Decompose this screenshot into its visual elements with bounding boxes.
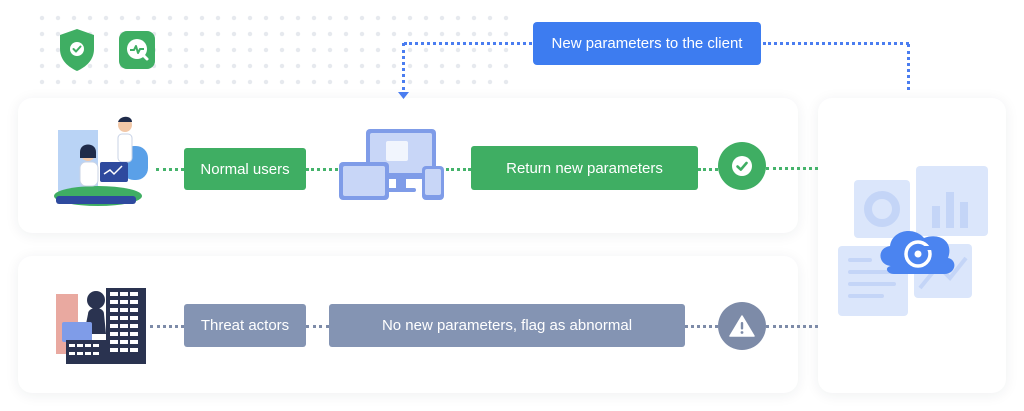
return-new-parameters-label: Return new parameters bbox=[471, 146, 698, 190]
arrow-down-icon bbox=[397, 88, 410, 99]
hacker-illustration bbox=[54, 286, 148, 366]
warning-icon bbox=[718, 302, 766, 350]
chat-chart-icon bbox=[118, 30, 156, 70]
new-parameters-message: New parameters to the client bbox=[533, 22, 761, 65]
connector-user-to-label bbox=[156, 168, 184, 171]
no-new-parameters-flag-label: No new parameters, flag as abnormal bbox=[329, 304, 685, 347]
connector-devices-to-return bbox=[446, 168, 471, 171]
top-connector-left-vertical bbox=[402, 43, 405, 90]
shield-check-icon bbox=[56, 27, 98, 73]
connector-label-to-flag bbox=[306, 325, 329, 328]
threat-actors-label: Threat actors bbox=[184, 304, 306, 347]
connector-label-to-devices bbox=[306, 168, 338, 171]
connector-check-to-server bbox=[766, 167, 818, 170]
normal-users-label: Normal users bbox=[184, 148, 306, 190]
top-connector-left bbox=[404, 42, 532, 45]
normal-user-illustration bbox=[52, 116, 152, 208]
connector-flag-to-warning bbox=[685, 325, 718, 328]
dot-grid-decoration bbox=[34, 10, 514, 90]
connector-return-to-check bbox=[698, 168, 718, 171]
devices-illustration bbox=[338, 128, 446, 202]
cloud-server-illustration bbox=[834, 162, 992, 317]
connector-hacker-to-label bbox=[150, 325, 184, 328]
top-connector-right bbox=[763, 42, 909, 45]
connector-warning-to-server bbox=[766, 325, 818, 328]
check-icon bbox=[718, 142, 766, 190]
top-connector-right-vertical bbox=[907, 44, 910, 90]
